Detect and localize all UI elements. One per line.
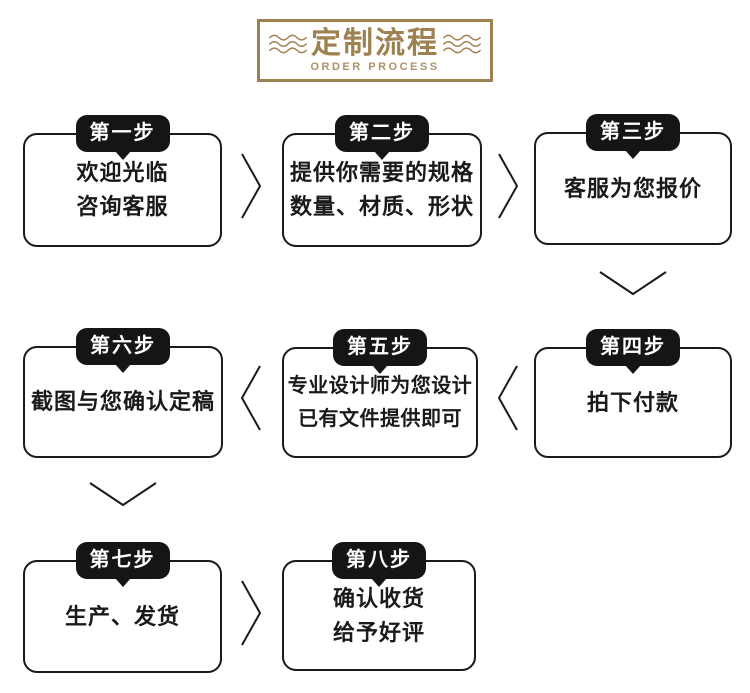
step-7-text: 生产、发货 [64,603,180,629]
step-1-badge: 第一步 [75,115,170,152]
step-6-text: 截图与您确认定稿 [30,389,215,414]
step-3-text: 客服为您报价 [563,175,702,201]
step-3-badge: 第三步 [586,114,680,151]
arrow-down-icon [89,482,157,507]
arrow-left-icon [497,365,518,431]
arrow-right-icon [498,153,519,219]
header-title-row: 定制流程 [268,28,482,60]
arrow-left-icon [240,365,261,431]
step-box-4: 第四步 拍下付款 [534,329,732,458]
step-box-7: 第七步 生产、发货 [23,542,222,673]
step-4-text: 拍下付款 [586,389,679,415]
step-2-badge: 第二步 [335,115,429,152]
header-banner: 定制流程 ORDER PROCESS [257,19,493,82]
waves-left-icon [269,34,307,53]
step-box-3: 第三步 客服为您报价 [534,114,732,245]
step-box-8: 第八步 确认收货 给予好评 [282,542,476,671]
step-8-badge: 第八步 [332,542,426,579]
arrow-right-icon [241,580,262,646]
step-6-badge: 第六步 [76,328,170,365]
arrow-down-icon [599,271,667,296]
step-1-text: 欢迎光临 咨询客服 [76,160,169,219]
step-box-1: 第一步 欢迎光临 咨询客服 [23,115,222,247]
banner-subtitle: ORDER PROCESS [310,61,440,74]
step-box-2: 第二步 提供你需要的规格 数量、材质、形状 [282,115,482,247]
step-box-6: 第六步 截图与您确认定稿 [23,328,223,458]
waves-right-icon [443,34,481,53]
arrow-right-icon [241,153,262,219]
step-8-text: 确认收货 给予好评 [332,585,425,645]
step-5-badge: 第五步 [333,329,427,366]
step-box-5: 第五步 专业设计师为您设计 已有文件提供即可 [282,329,478,458]
step-7-badge: 第七步 [75,542,170,579]
step-5-text: 专业设计师为您设计 已有文件提供即可 [287,374,473,430]
step-4-badge: 第四步 [586,329,680,366]
step-2-text: 提供你需要的规格 数量、材质、形状 [289,160,474,219]
banner-title: 定制流程 [311,26,439,60]
